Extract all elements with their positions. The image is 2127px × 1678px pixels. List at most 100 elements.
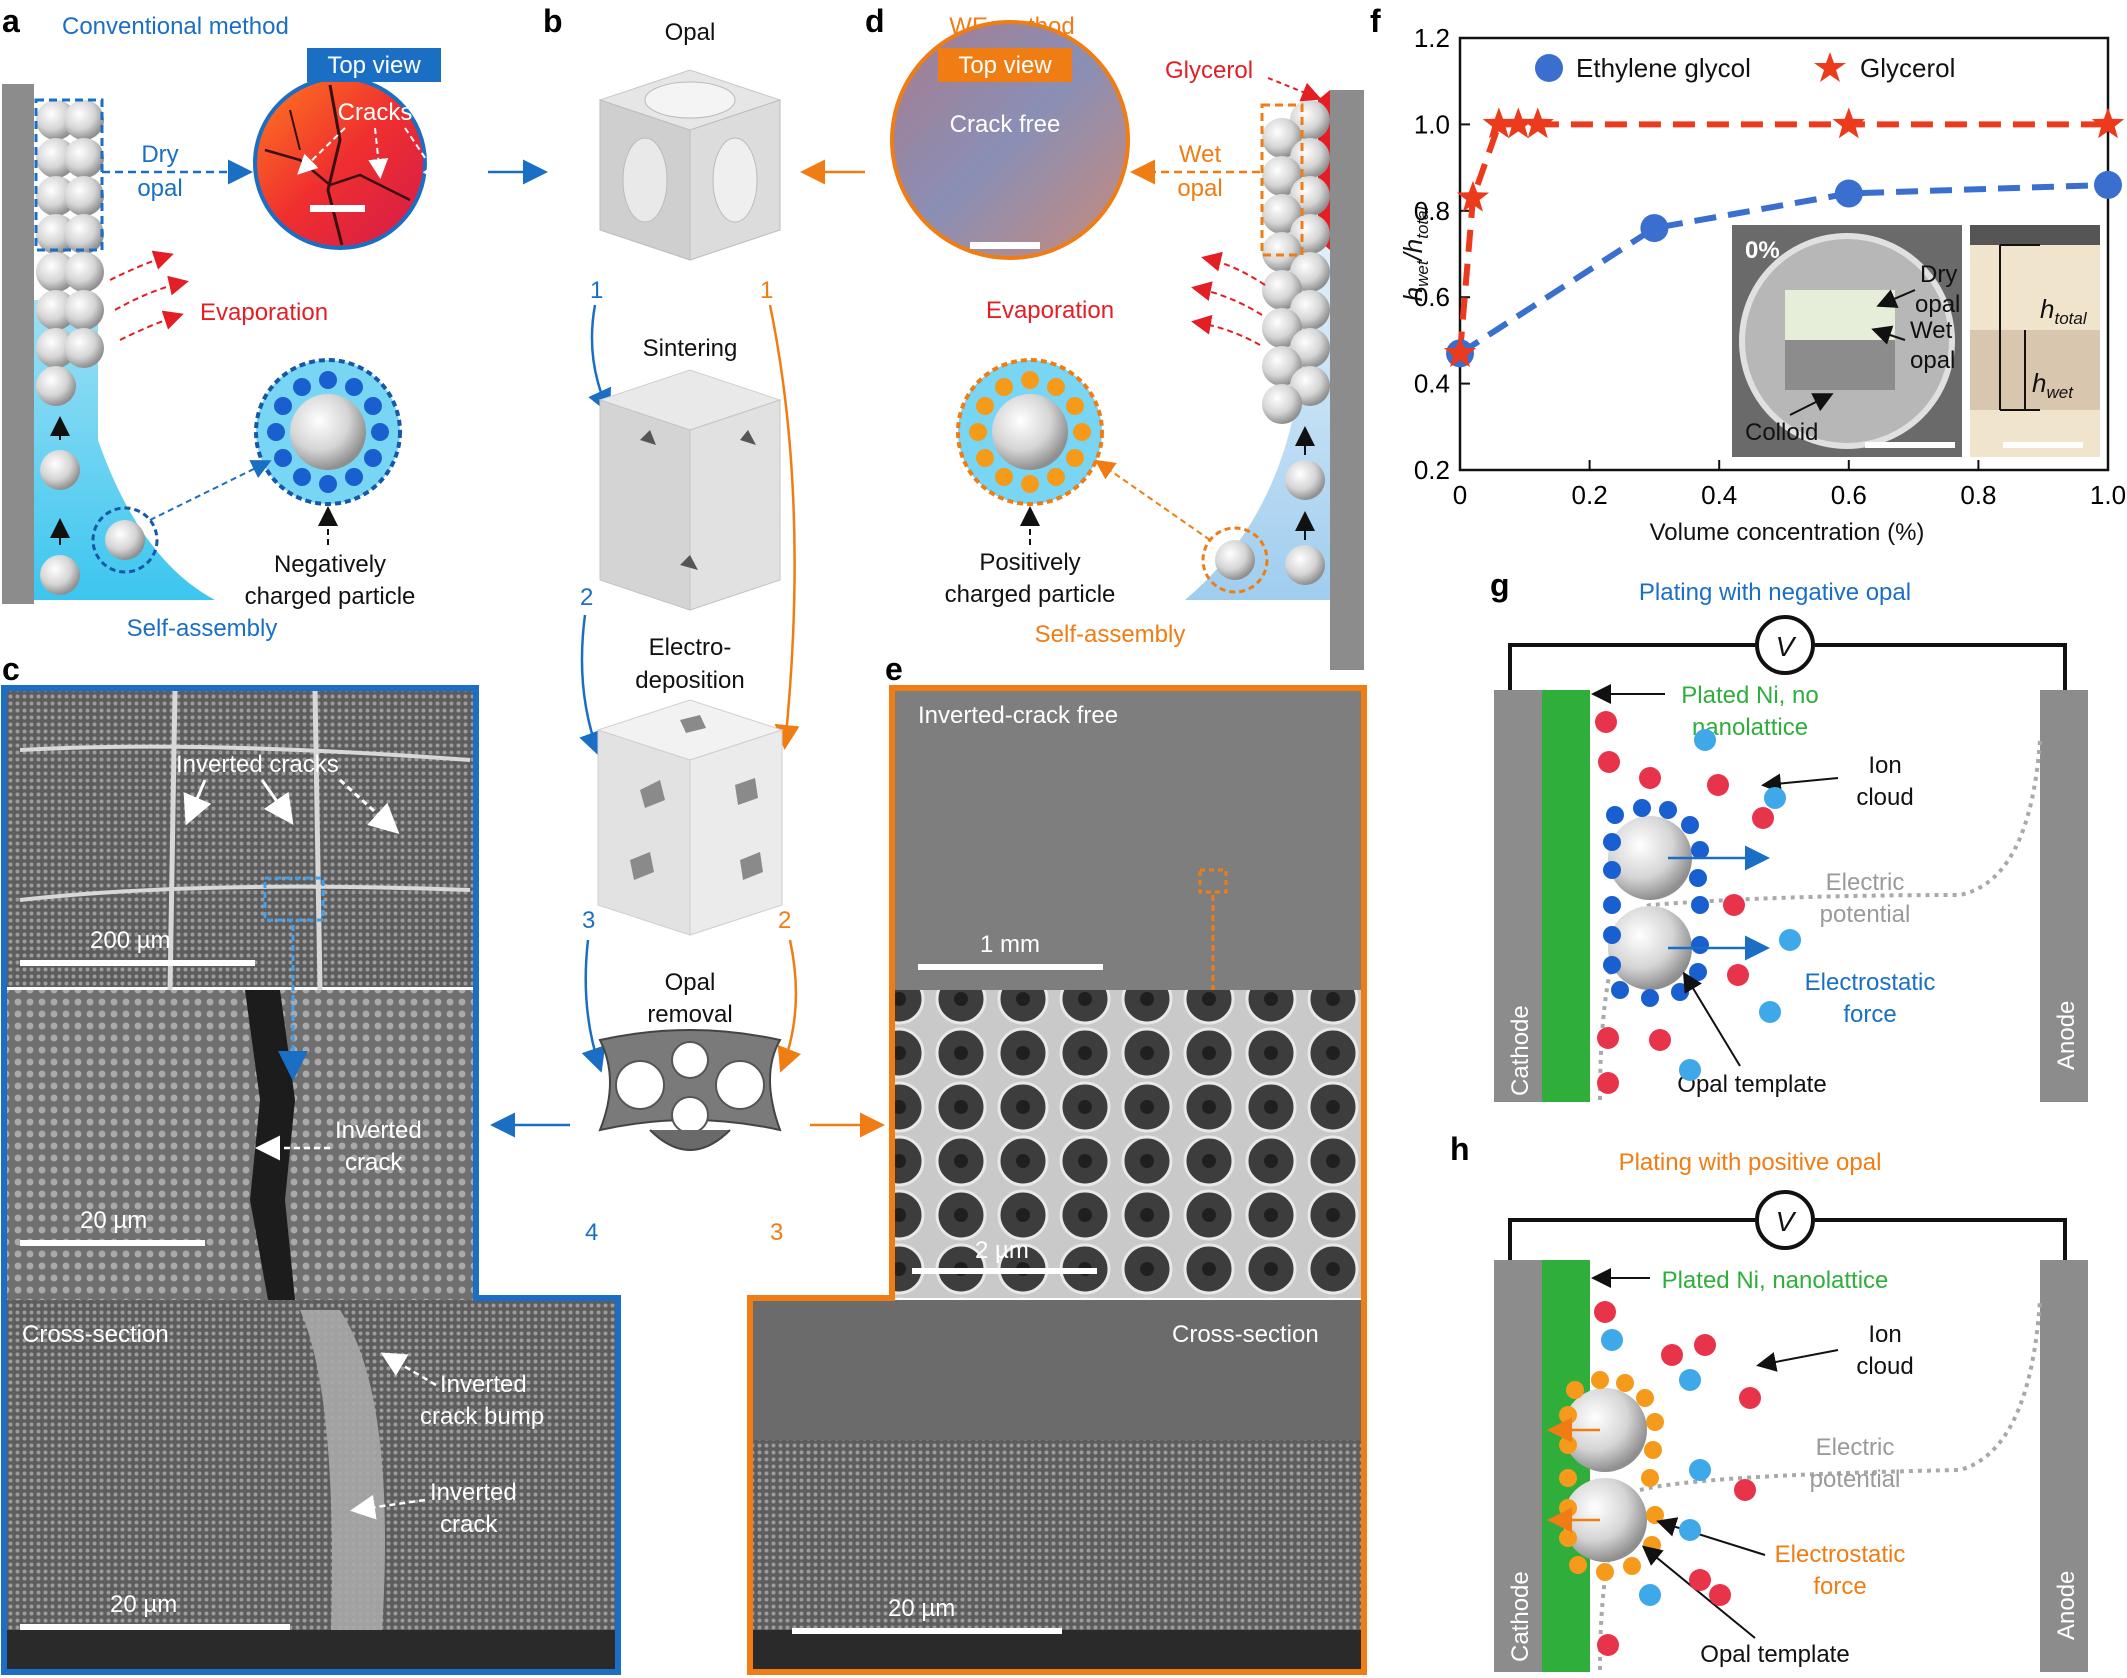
inset-h-wet: hwet — [2032, 368, 2074, 402]
template-g: Opal template — [1677, 1071, 1826, 1098]
step-sintering: Sintering — [643, 335, 738, 362]
positive-particle-label-2: charged particle — [945, 581, 1116, 608]
panel-c: c Inverted cracks 200 µm Inverted crack … — [1, 651, 621, 1675]
x-tick-label: 0 — [1453, 480, 1467, 510]
orange-step-2: 2 — [778, 907, 791, 934]
panel-b-letter: b — [543, 3, 563, 39]
positive-charges — [969, 371, 1091, 493]
ion-cloud-g-1: Ion — [1868, 752, 1901, 779]
ion-cloud-particles-h — [1594, 1301, 1761, 1656]
scale-2um-label: 2 µm — [975, 1237, 1029, 1264]
voltmeter-label-g: V — [1776, 631, 1797, 662]
panel-a: a Conventional method Dry opal Top vi — [2, 3, 548, 642]
crack-label-c-1: Inverted — [430, 1479, 517, 1506]
scale-20a-label: 20 µm — [80, 1207, 147, 1234]
panel-b: b Opal 1 1 Sintering 2 Electro- depositi… — [490, 3, 885, 1246]
y-tick-label: 0.4 — [1414, 369, 1450, 399]
plated-h: Plated Ni, nanolattice — [1662, 1267, 1889, 1294]
sem-honeycomb — [894, 990, 1362, 1298]
y-tick-label: 1.2 — [1414, 23, 1450, 53]
series-line-0 — [1458, 181, 2109, 356]
data-point-glycerol — [1443, 336, 1477, 368]
ylabel-sep: /h — [1398, 239, 1428, 263]
circuit-wire-g — [1508, 643, 2067, 690]
legend-marker-ethylene — [1535, 54, 1563, 82]
svg-text:hwet/htotal: hwet/htotal — [1398, 205, 1432, 301]
inset-h-total: htotal — [2040, 294, 2088, 328]
panel-a-title: Conventional method — [62, 13, 289, 40]
data-point-glycerol — [1521, 107, 1554, 139]
data-point-glycerol — [1832, 107, 1865, 139]
cathode-label-g: Cathode — [1507, 1005, 1534, 1096]
scale-200-label: 200 µm — [90, 927, 171, 954]
inset-dry-1: Dry — [1920, 261, 1957, 288]
x-tick-label: 0.4 — [1701, 480, 1737, 510]
crack-free-label: Crack free — [950, 111, 1061, 138]
voltmeter-label-h: V — [1776, 1206, 1797, 1237]
voltmeter-h — [1755, 1190, 1815, 1250]
opal-particles-dry — [36, 100, 145, 595]
cross-section-label-e: Cross-section — [1172, 1321, 1319, 1348]
plated-g-1: Plated Ni, no — [1681, 682, 1818, 709]
nanolattice-shape — [598, 1029, 782, 1151]
substrate-wall-d — [1330, 90, 1364, 670]
panel-d: d WE method Top view Crack free Glycerol… — [865, 3, 1364, 670]
colloid-meniscus — [34, 300, 215, 600]
y-tick-label: 1.0 — [1414, 109, 1450, 139]
dry-label-2: opal — [137, 175, 182, 202]
cracks-label: Cracks — [338, 99, 413, 126]
inverted-crack-free-label: Inverted-crack free — [918, 702, 1118, 729]
blue-step-4: 4 — [585, 1219, 598, 1246]
sem-top-view-e — [894, 690, 1362, 990]
wet-opal-box — [1260, 103, 1304, 257]
cathode-label-h: Cathode — [1507, 1571, 1534, 1662]
step-electro-1: Electro- — [649, 634, 732, 661]
blue-step-2: 2 — [580, 584, 593, 611]
data-point-ethylene — [2094, 170, 2122, 199]
panel-e-letter: e — [885, 651, 903, 687]
chart-plot-area — [1458, 36, 2110, 472]
panel-e-frame — [747, 685, 1367, 1675]
substrate-wall — [2, 84, 34, 604]
step-electro-2: deposition — [635, 667, 744, 694]
top-view-label: Top view — [327, 52, 421, 79]
ion-cloud-particles-g — [1595, 711, 1801, 1094]
plated-ni-g — [1542, 690, 1590, 1102]
sem-zoom-crack — [6, 990, 474, 1300]
step-removal-1: Opal — [665, 969, 716, 996]
scale-1mm-label: 1 mm — [980, 931, 1040, 958]
self-assembly-label-d: Self-assembly — [1035, 621, 1186, 648]
bump-label-2: crack bump — [420, 1403, 544, 1430]
potential-g-1: Electric — [1826, 869, 1905, 896]
plated-ni-h — [1542, 1260, 1590, 1672]
x-tick-label: 0.2 — [1572, 480, 1608, 510]
ylabel-sub1: wet — [1413, 259, 1432, 287]
ylabel-h1: h — [1398, 287, 1428, 301]
sintered-cube — [598, 369, 782, 611]
inset-percent: 0% — [1745, 237, 1780, 264]
ion-cloud-g-2: cloud — [1856, 784, 1913, 811]
x-tick-label: 1.0 — [2090, 480, 2126, 510]
y-tick-label: 0.6 — [1414, 282, 1450, 312]
ion-cloud-h-1: Ion — [1868, 1321, 1901, 1348]
panel-h-title: Plating with positive opal — [1619, 1149, 1882, 1176]
voltmeter-g — [1755, 615, 1815, 675]
potential-h-1: Electric — [1816, 1434, 1895, 1461]
negative-particle-label-1: Negatively — [274, 551, 386, 578]
y-tick-label: 0.8 — [1414, 196, 1450, 226]
inset-colloid: Colloid — [1745, 419, 1818, 446]
x-tick-label: 0.8 — [1960, 480, 1996, 510]
step-removal-2: removal — [647, 1001, 732, 1028]
legend-marker-glycerol — [1814, 52, 1846, 82]
force-g-1: Electrostatic — [1805, 969, 1936, 996]
evaporation-label: Evaporation — [200, 299, 328, 326]
orange-step-3: 3 — [770, 1219, 783, 1246]
legend-glycerol: Glycerol — [1860, 53, 1955, 83]
cathode-h — [1494, 1260, 1542, 1672]
glycerol-label: Glycerol — [1165, 57, 1253, 84]
chart-xlabel: Volume concentration (%) — [1650, 519, 1925, 546]
anode-g — [2040, 690, 2088, 1102]
